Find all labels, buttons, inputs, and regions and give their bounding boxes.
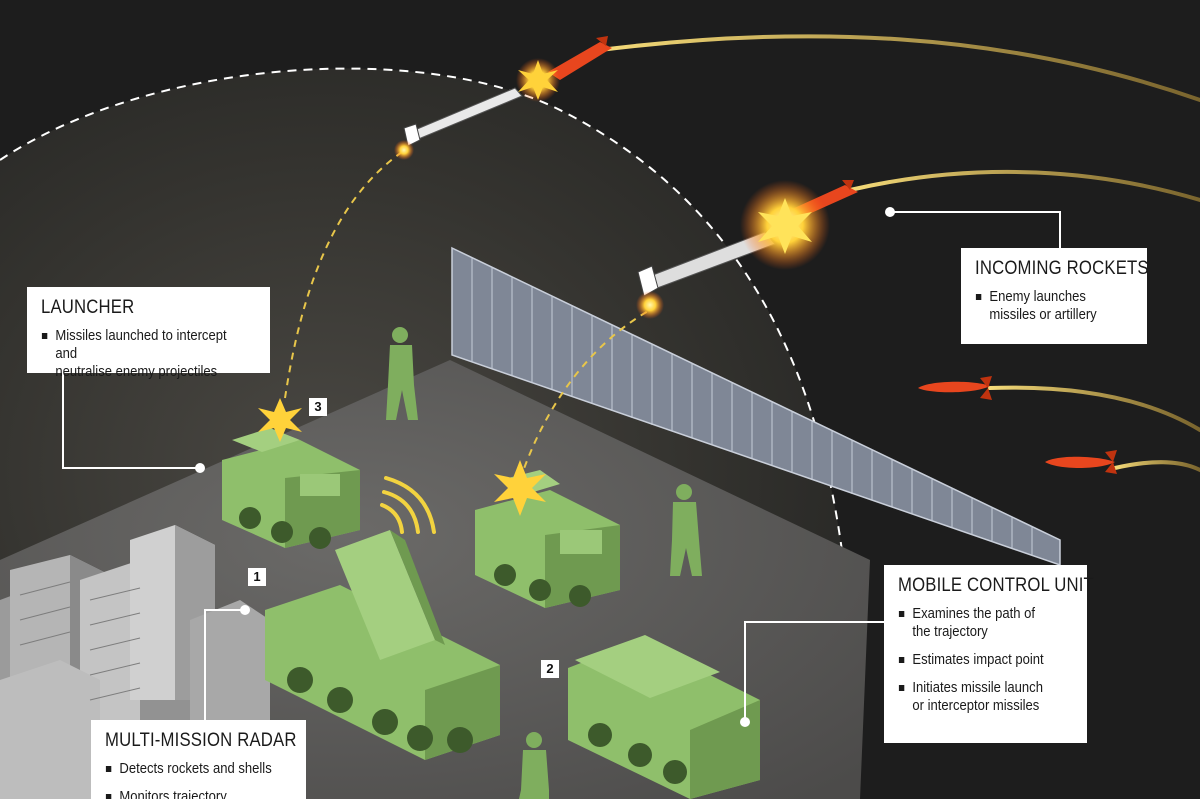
launcher-callout-title: LAUNCHER	[41, 297, 135, 318]
impact-flash-1	[516, 58, 560, 102]
mobile-control-unit-callout: MOBILE CONTROL UNIT Examines the path of…	[884, 565, 1094, 743]
launcher-vehicle-2	[475, 470, 620, 608]
interceptor-missile-2	[637, 231, 776, 297]
interceptor-paths	[284, 149, 651, 481]
launcher-callout: LAUNCHER Missiles launched to intercept …	[27, 287, 270, 380]
soldier-3	[519, 732, 549, 799]
impact-flash-2	[740, 180, 830, 270]
launch-flash-2	[494, 460, 546, 516]
rocket-trails	[598, 34, 1200, 472]
launcher-vehicle-1	[222, 428, 360, 549]
callout-leader-dots	[195, 207, 895, 727]
incoming-rockets-callout-title: INCOMING ROCKETS	[975, 258, 1149, 279]
incoming-rocket-3	[918, 376, 992, 400]
incoming-rocket-4	[1045, 450, 1117, 474]
exhaust-glow-1	[394, 140, 414, 160]
incoming-rockets-callout-bullet: Enemy launches missiles or artillery	[975, 288, 1117, 324]
marker-launcher: 3	[309, 398, 327, 416]
multi-mission-radar-callout-title: MULTI-MISSION RADAR	[105, 730, 297, 751]
incoming-rocket-1	[548, 36, 612, 80]
marker-radar: 1	[248, 568, 266, 586]
launch-flash-1	[258, 398, 302, 442]
radar-signal-waves	[380, 476, 436, 534]
mobile-control-unit-bullet-2: Estimates impact point	[898, 651, 1056, 669]
multi-mission-radar-callout: MULTI-MISSION RADAR Detects rockets and …	[91, 720, 306, 799]
radar-truck	[265, 530, 500, 760]
interceptor-missile-1	[403, 87, 523, 147]
soldier-2	[670, 484, 702, 576]
mobile-control-unit-callout-title: MOBILE CONTROL UNIT	[898, 575, 1094, 596]
callout-leader-lines	[62, 211, 1061, 722]
incoming-rockets-callout: INCOMING ROCKETS Enemy launches missiles…	[961, 248, 1149, 344]
launcher-callout-bullet: Missiles launched to intercept and neutr…	[41, 327, 235, 381]
mobile-control-unit-bullet-3: Initiates missile launch or interceptor …	[898, 679, 1056, 715]
mobile-control-unit-bullet-1: Examines the path of the trajectory	[898, 605, 1056, 641]
exhaust-glow-2	[636, 291, 664, 319]
marker-control: 2	[541, 660, 559, 678]
multi-mission-radar-bullet-1: Detects rockets and shells	[105, 760, 273, 778]
multi-mission-radar-bullet-2: Monitors trajectory	[105, 788, 273, 799]
soldier-1	[386, 327, 418, 420]
